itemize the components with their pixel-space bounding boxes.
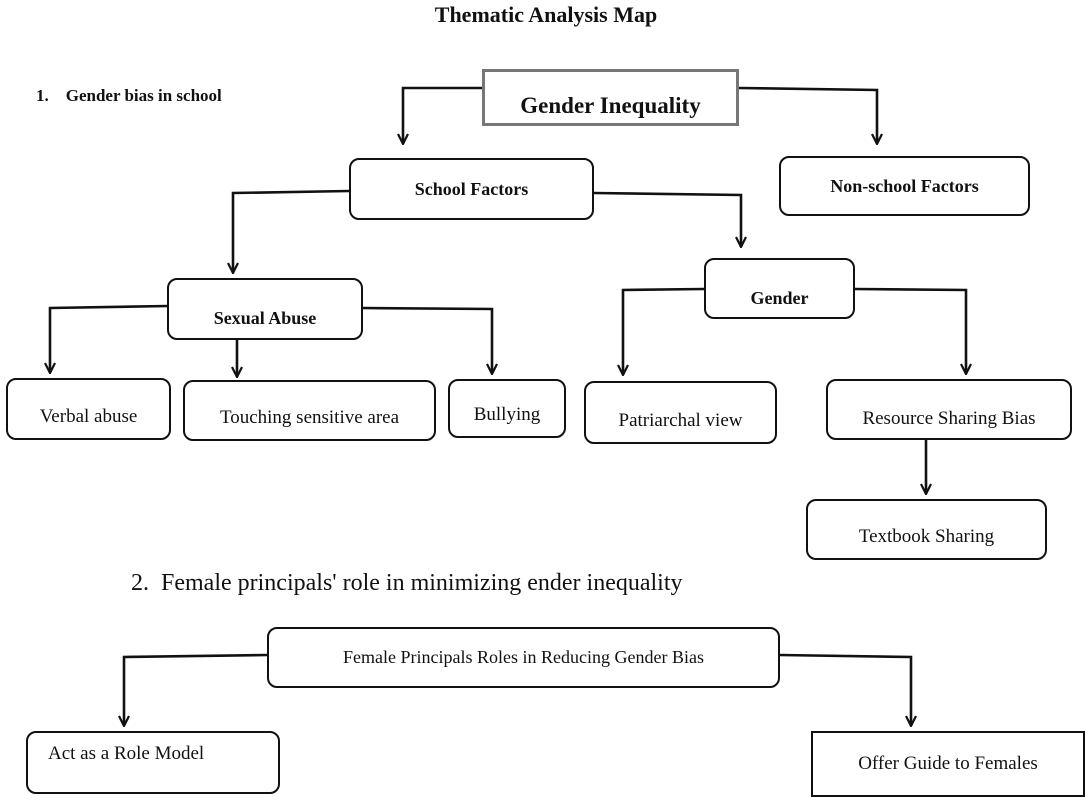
node-female-principals-roles: Female Principals Roles in Reducing Gend…	[267, 627, 780, 688]
page-title: Thematic Analysis Map	[434, 2, 658, 27]
node-patriarchal-view: Patriarchal view	[584, 381, 777, 444]
node-resource-sharing-bias: Resource Sharing Bias	[826, 379, 1072, 440]
connector-principals-to-role-model	[124, 653, 268, 726]
connector-school-to-sexual	[233, 189, 350, 273]
node-touching-sensitive-area: Touching sensitive area	[183, 380, 436, 441]
node-sexual-abuse: Sexual Abuse	[167, 278, 363, 340]
connector-sexual-to-bullying	[361, 306, 492, 374]
node-school-factors: School Factors	[349, 158, 594, 220]
node-gender: Gender	[704, 258, 855, 319]
node-act-as-role-model: Act as a Role Model	[26, 731, 280, 794]
connector-school-to-gender	[593, 191, 741, 247]
connector-gender-to-patriarchal	[623, 287, 705, 375]
node-verbal-abuse: Verbal abuse	[6, 378, 171, 440]
node-non-school-factors: Non-school Factors	[779, 156, 1030, 216]
node-offer-guide-to-females: Offer Guide to Females	[811, 731, 1085, 797]
node-gender-inequality: Gender Inequality	[482, 69, 739, 126]
section-2-heading: 2. Female principals' role in minimizing…	[131, 570, 683, 596]
connector-inequality-to-nonschool	[738, 86, 877, 144]
connector-inequality-to-school	[403, 86, 482, 144]
node-textbook-sharing: Textbook Sharing	[806, 499, 1047, 560]
connector-gender-to-resource	[854, 287, 966, 374]
connector-sexual-to-verbal	[50, 304, 169, 373]
section-1-heading: 1. Gender bias in school	[36, 86, 222, 105]
connector-principals-to-guide	[779, 653, 911, 726]
node-bullying: Bullying	[448, 379, 566, 438]
